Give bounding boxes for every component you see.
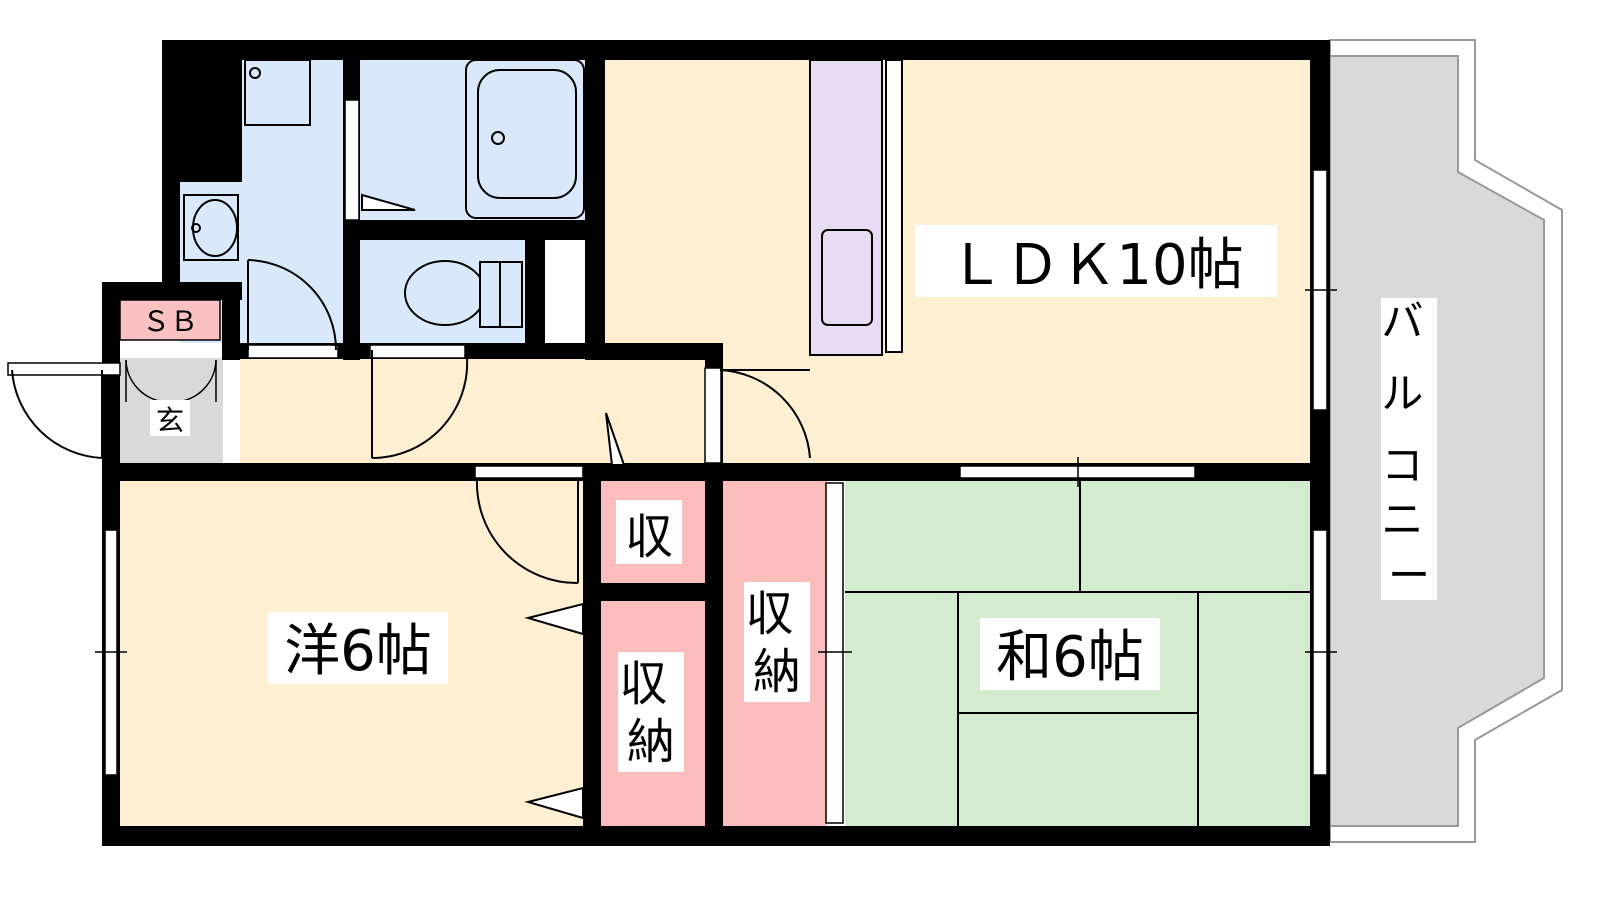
balcony-label: バ ル コ ニ ー	[1381, 297, 1436, 600]
ldk-label: ＬＤＫ10帖	[948, 233, 1243, 298]
toilet-bowl	[404, 260, 486, 326]
bathtub-inner	[477, 69, 577, 199]
closet-char-1: 収	[745, 586, 793, 642]
western-room-label: 洋6帖	[284, 619, 432, 684]
entrance-label: 玄	[156, 404, 184, 437]
storage-small-label: 収	[625, 509, 673, 565]
closet-char-2: 納	[753, 644, 801, 700]
labels: ＬＤＫ10帖 洋6帖 和6帖 ＳＢ 玄 収 収 納 収 納	[122, 225, 1277, 772]
washing-machine	[244, 59, 311, 126]
doors	[11, 259, 811, 820]
storage-mid-label: 収 納	[619, 656, 682, 770]
drain-icon	[249, 67, 261, 79]
shoe-box-frame	[119, 299, 221, 341]
hallway-floor	[240, 358, 715, 465]
japanese-room-label: 和6帖	[996, 625, 1144, 690]
balcony-label-bg	[1381, 298, 1437, 600]
balcony: バ ル コ ニ ー	[1329, 39, 1563, 843]
storage-mid-char-2: 納	[627, 714, 675, 770]
kitchen-sink	[821, 229, 873, 326]
shoe-box-label: ＳＢ	[142, 305, 198, 338]
window-ticks	[95, 289, 1337, 653]
closet-label: 収 納	[745, 586, 808, 700]
walls	[102, 40, 1330, 846]
openings	[7, 99, 1328, 824]
bathtub	[465, 59, 585, 219]
storage-mid-char-1: 収	[619, 656, 667, 712]
fixtures	[183, 59, 585, 328]
tatami-lines	[845, 480, 1313, 826]
kitchen-counter	[809, 59, 903, 356]
